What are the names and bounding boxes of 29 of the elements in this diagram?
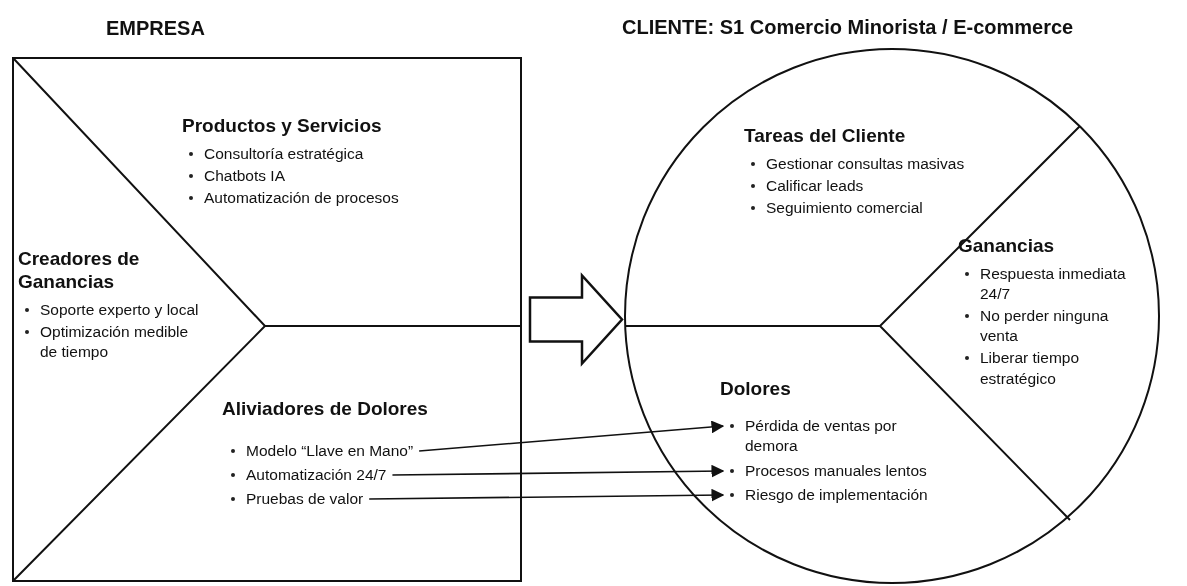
bullet-item: Gestionar consultas masivas [744,153,1044,174]
bullet-item: Soporte experto y local [18,299,208,320]
arrow [391,464,725,478]
section-heading: Tareas del Cliente [744,125,907,148]
section-heading: Creadores de Ganancias [18,248,141,294]
section-heading: Aliviadores de Dolores [222,398,429,421]
bullet-item: Optimización medible de tiempo [18,321,208,362]
bullet-item: Chatbots IA [182,165,482,187]
bullet-item: Pérdida de ventas por demora [723,416,933,457]
bullet-item: No perder ninguna venta [958,306,1128,347]
section-heading: Productos y Servicios [182,115,383,138]
block-arrow [528,272,624,367]
bullet-item: Liberar tiempo estratégico [958,348,1128,389]
bullet-item: Modelo “Llave en Mano” [224,441,414,462]
bullet-item: Consultoría estratégica [182,143,482,164]
panel-title: CLIENTE: S1 Comercio Minorista / E-commerce [622,16,1074,39]
section-heading: Dolores [720,378,792,401]
bullet-item: Automatización de procesos [182,188,482,209]
arrow [368,488,725,502]
bullet-item: Pruebas de valor [224,489,364,510]
panel-title: EMPRESA [106,17,205,40]
section-heading: Ganancias [958,235,1056,258]
bullet-item: Riesgo de implementación [723,485,928,506]
arrow [418,420,725,452]
bullet-item: Seguimiento comercial [744,198,1044,219]
bullet-item: Procesos manuales lentos [723,461,927,482]
bullet-item: Automatización 24/7 [224,465,387,486]
bullet-item: Respuesta inmediata 24/7 [958,263,1128,305]
bullet-item: Calificar leads [744,175,1044,197]
